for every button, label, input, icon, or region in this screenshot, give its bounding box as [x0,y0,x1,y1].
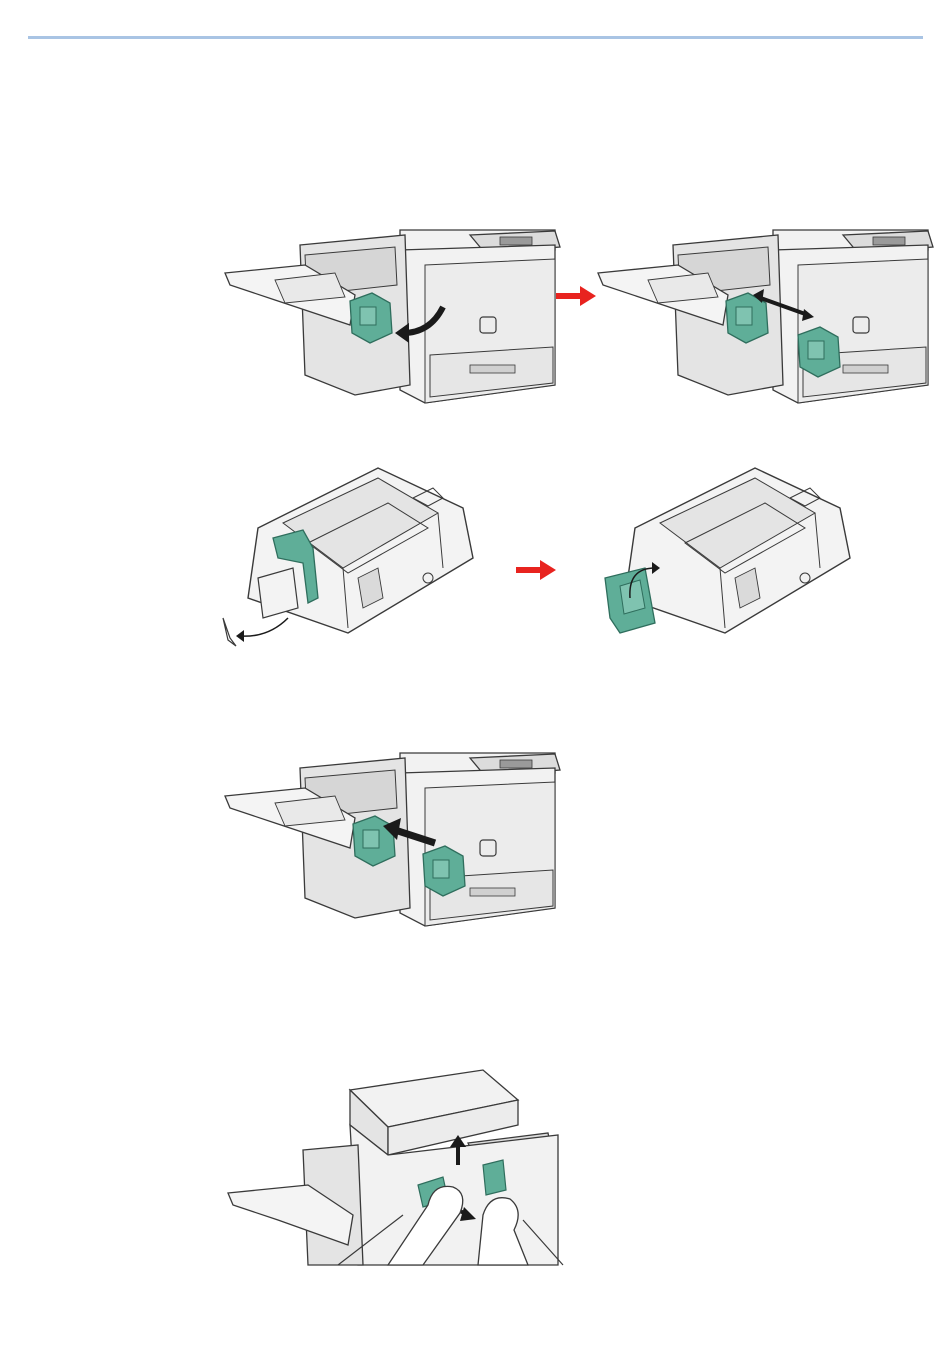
inserting-holder [423,846,465,896]
header-rule [28,36,923,39]
finger-icon [223,618,236,646]
step-arrow-2 [516,560,556,580]
figure-close-cover [228,1065,563,1265]
step-arrow-1 [556,286,596,306]
figure-release-latch [218,468,473,653]
figure-open-cover [225,225,555,405]
staple-holder [350,293,392,343]
figure-remove-holder [598,225,928,405]
removed-holder [798,327,840,377]
figure-reinsert-holder [225,748,555,928]
right-arrow-icon [516,560,556,580]
green-handle [483,1160,506,1195]
curved-arrow-icon [240,618,288,636]
figure-close-latch [600,468,850,653]
right-arrow-icon [556,286,596,306]
